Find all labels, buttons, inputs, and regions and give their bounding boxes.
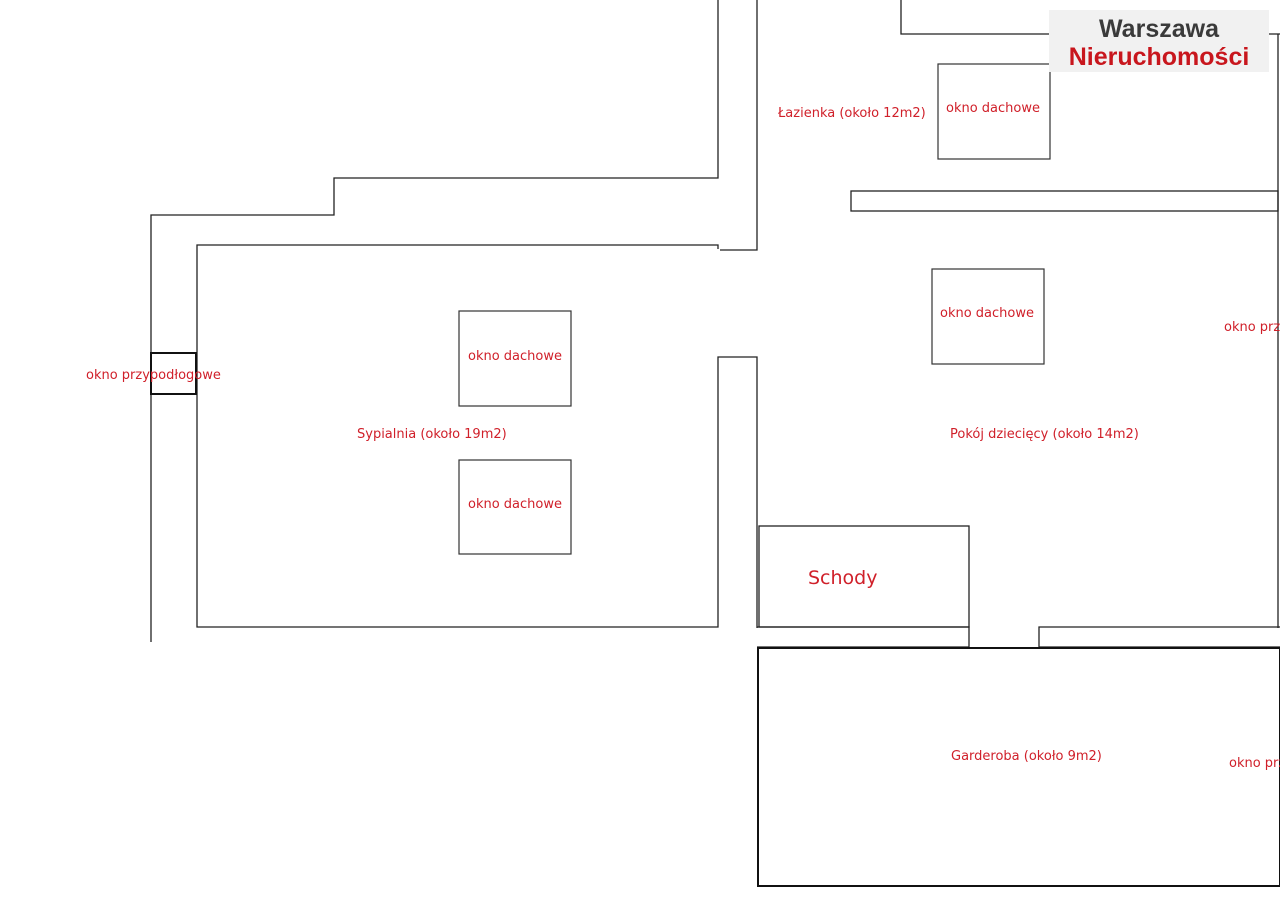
roof-window-bathroom-label: okno dachowe xyxy=(946,101,1040,116)
floor-window-left-label: okno przypodłogowe xyxy=(86,368,221,383)
wardrobe-box xyxy=(757,647,1280,887)
kids-room-label: Pokój dziecięcy (około 14m2) xyxy=(950,427,1139,442)
roof-window-bedroom-top xyxy=(458,310,572,407)
floor-window-right-1-label: okno przypodłogowe xyxy=(1224,320,1280,335)
company-logo: Warszawa Nieruchomości xyxy=(1049,10,1269,72)
wall-bedroom xyxy=(196,244,758,628)
bathroom-label: Łazienka (około 12m2) xyxy=(777,106,926,121)
logo-line-2: Nieruchomości xyxy=(1068,43,1250,71)
stairs-label: Schody xyxy=(808,567,877,589)
bedroom-label: Sypialnia (około 19m2) xyxy=(357,427,507,442)
roof-window-bedroom-top-label: okno dachowe xyxy=(468,349,562,364)
wall-corridor-right xyxy=(720,0,758,251)
roof-window-kids-label: okno dachowe xyxy=(940,306,1034,321)
roof-window-bedroom-bottom-label: okno dachowe xyxy=(468,497,562,512)
roof-window-kids xyxy=(931,268,1045,365)
wall-wardrobe-right xyxy=(1038,626,1280,648)
wall-wardrobe-left xyxy=(757,626,970,648)
logo-line-1: Warszawa xyxy=(1099,15,1219,43)
wardrobe-label: Garderoba (około 9m2) xyxy=(951,749,1102,764)
wall-left-outer xyxy=(150,0,719,642)
floor-window-left xyxy=(150,352,197,395)
roof-window-bedroom-bottom xyxy=(458,459,572,555)
partition-strip xyxy=(850,190,1279,212)
floor-window-right-2-label: okno przypodłogowe xyxy=(1229,756,1280,771)
roof-window-bathroom xyxy=(937,63,1051,160)
